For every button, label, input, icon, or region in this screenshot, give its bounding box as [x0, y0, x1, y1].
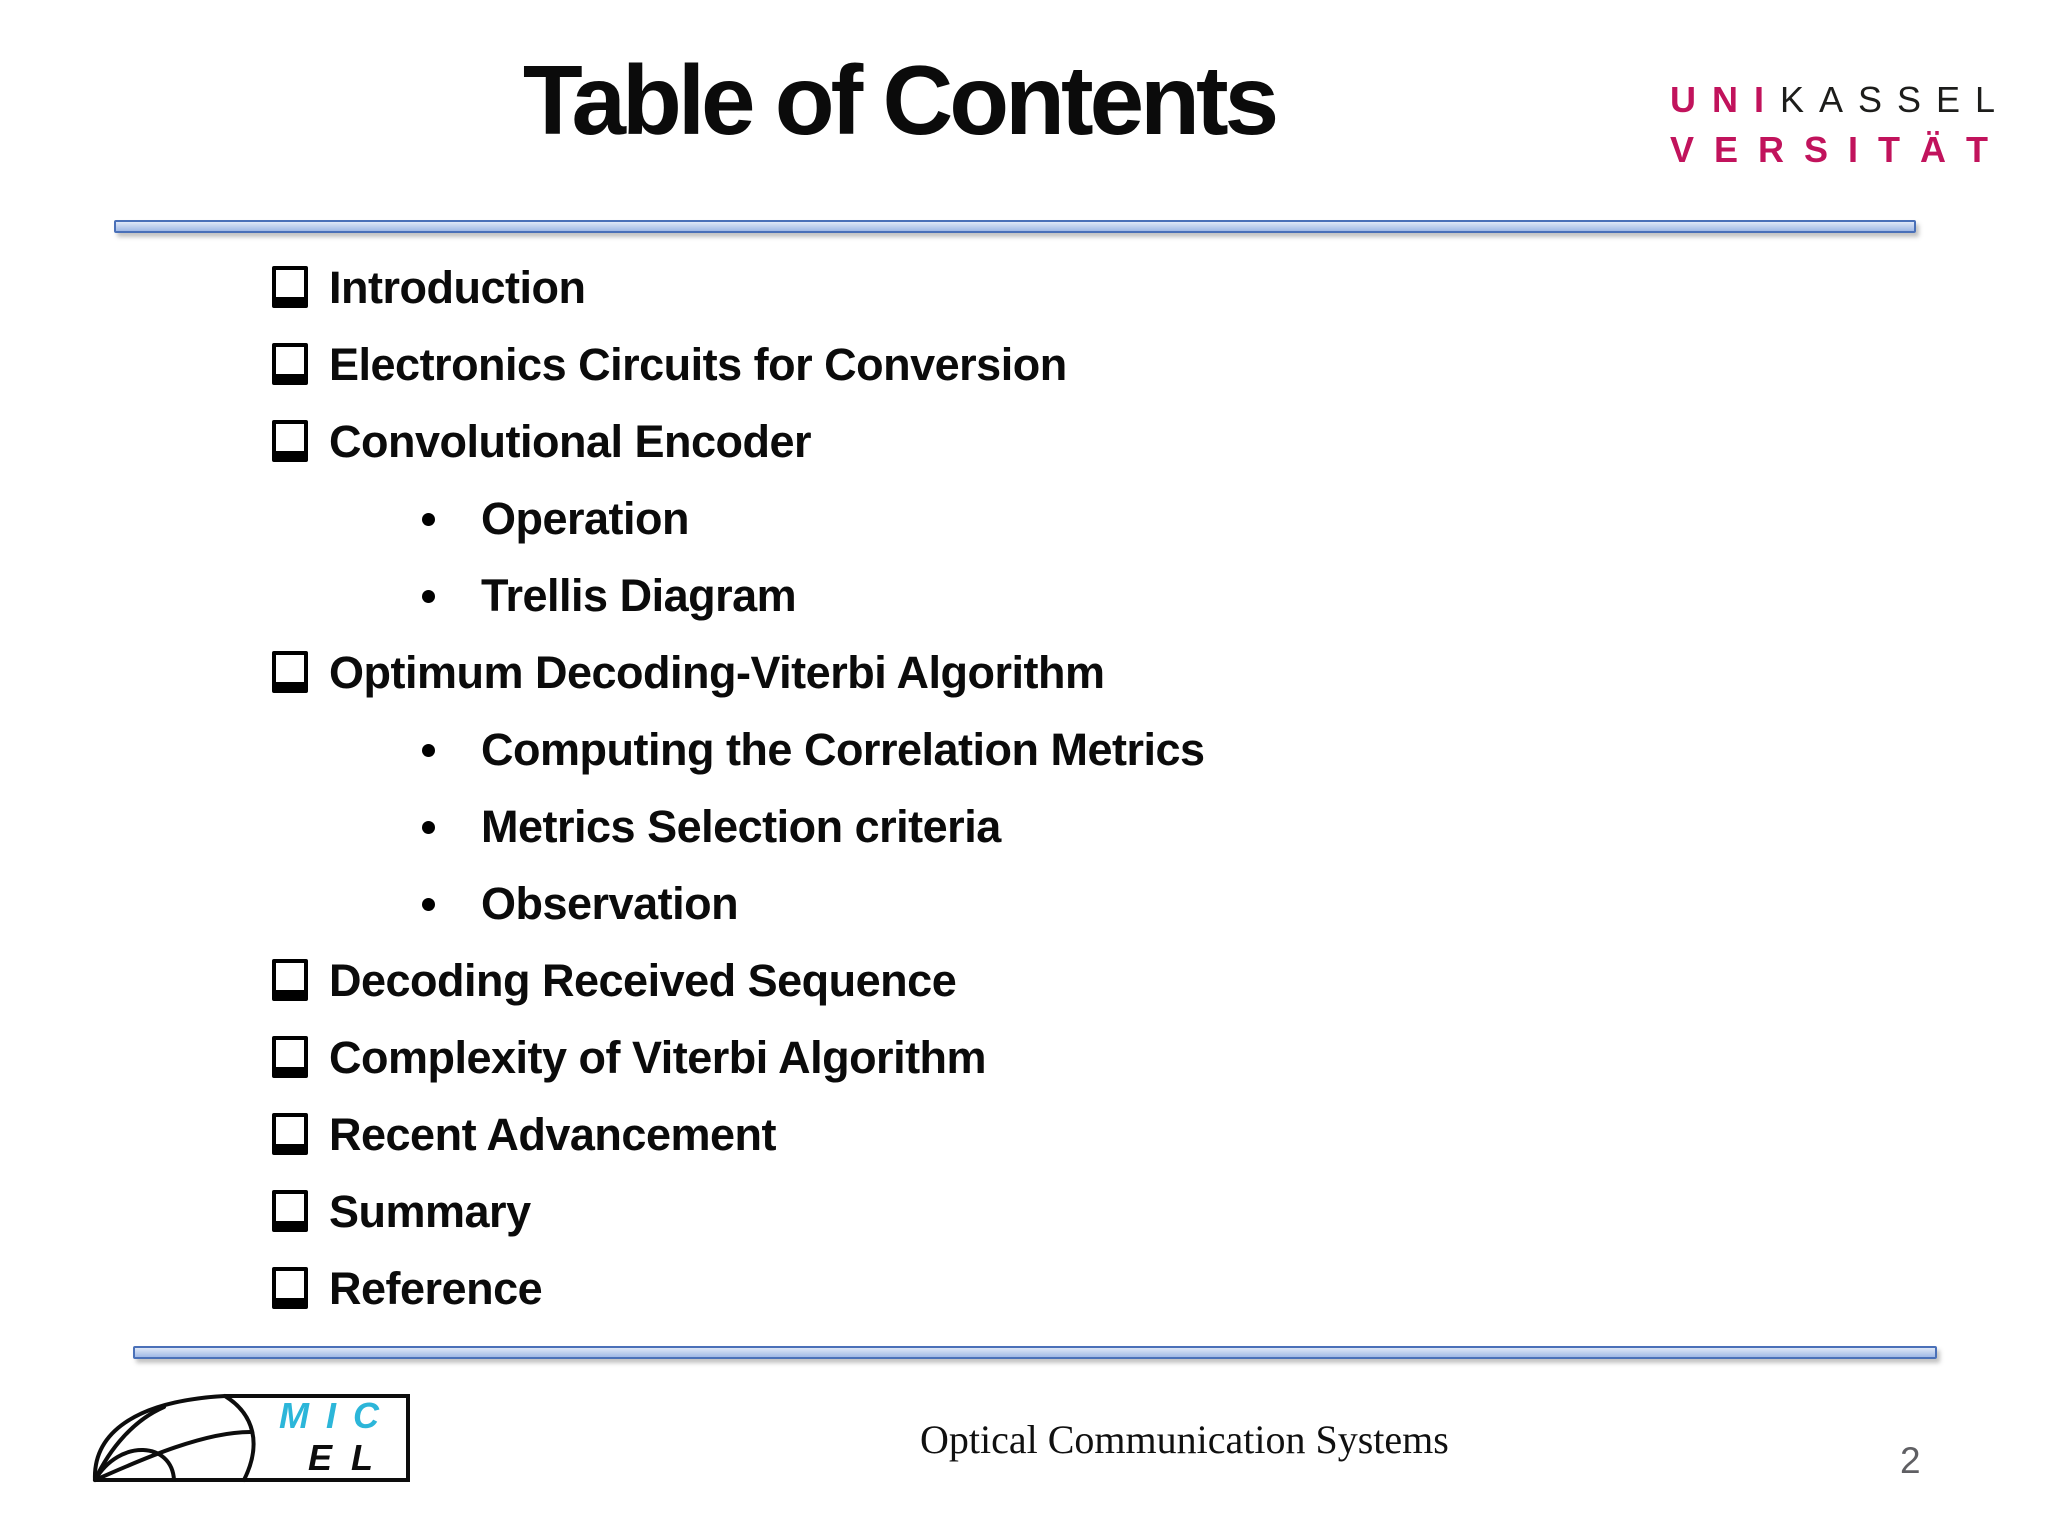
toc-item: Decoding Received Sequence [272, 955, 1205, 1006]
page-number: 2 [1900, 1440, 1921, 1481]
versitat-logo-text: VERSITÄT [1670, 129, 2009, 170]
toc-item: Electronics Circuits for Conversion [272, 339, 1205, 390]
toc-item-label: Operation [481, 493, 690, 544]
checkbox-bullet-icon [272, 959, 308, 1001]
toc-item-label: Electronics Circuits for Conversion [329, 339, 1067, 390]
toc-item-label: Complexity of Viterbi Algorithm [329, 1032, 987, 1083]
toc-item-label: Reference [329, 1263, 543, 1314]
toc-item: Introduction [272, 262, 1205, 313]
bullet-dot-icon [422, 743, 435, 757]
checkbox-bullet-icon [272, 343, 308, 385]
micel-logo: MIC EL [92, 1392, 412, 1484]
checkbox-bullet-icon [272, 1190, 308, 1232]
toc-item: Convolutional Encoder [272, 416, 1205, 467]
bullet-dot-icon [422, 589, 435, 603]
micel-logo-mic-text: MIC [279, 1395, 396, 1436]
toc-item: Summary [272, 1186, 1205, 1237]
micel-logo-el-text: EL [307, 1437, 392, 1478]
kassel-logo-text: KASSEL [1780, 79, 2011, 120]
checkbox-bullet-icon [272, 420, 308, 462]
checkbox-bullet-icon [272, 651, 308, 693]
toc-item-label: Observation [481, 878, 739, 929]
university-logo-line1: UNIKASSEL [1670, 82, 2010, 118]
toc-item: Complexity of Viterbi Algorithm [272, 1032, 1205, 1083]
toc-item-label: Introduction [329, 262, 586, 313]
checkbox-bullet-icon [272, 1036, 308, 1078]
checkbox-bullet-icon [272, 1267, 308, 1309]
toc-item: Recent Advancement [272, 1109, 1205, 1160]
bullet-dot-icon [422, 897, 435, 911]
toc-item-label: Summary [329, 1186, 531, 1237]
toc-item-label: Computing the Correlation Metrics [481, 724, 1205, 775]
toc-subitem: Computing the Correlation Metrics [272, 724, 1205, 775]
toc-item-label: Trellis Diagram [481, 570, 797, 621]
bottom-divider-rule [133, 1346, 1937, 1359]
bullet-dot-icon [422, 512, 435, 526]
top-divider-rule [114, 220, 1916, 233]
toc-item: Optimum Decoding-Viterbi Algorithm [272, 647, 1205, 698]
university-logo-line2: VERSITÄT [1670, 132, 2010, 168]
checkbox-bullet-icon [272, 1113, 308, 1155]
checkbox-bullet-icon [272, 266, 308, 308]
toc-subitem: Metrics Selection criteria [272, 801, 1205, 852]
micel-shell-icon [92, 1394, 410, 1482]
page-title: Table of Contents [522, 45, 1279, 155]
bullet-dot-icon [422, 820, 435, 834]
toc-subitem: Trellis Diagram [272, 570, 1205, 621]
toc-subitem: Operation [272, 493, 1205, 544]
uni-logo-text: UNI [1670, 79, 1780, 120]
toc-item-label: Decoding Received Sequence [329, 955, 957, 1006]
toc-subitem: Observation [272, 878, 1205, 929]
toc-item: Reference [272, 1263, 1205, 1314]
toc-item-label: Convolutional Encoder [329, 416, 812, 467]
university-logo: UNIKASSEL VERSITÄT [1670, 82, 2010, 168]
footer-course-title: Optical Communication Systems [920, 1417, 1449, 1462]
toc-item-label: Metrics Selection criteria [481, 801, 1001, 852]
toc-item-label: Optimum Decoding-Viterbi Algorithm [329, 647, 1105, 698]
toc-item-label: Recent Advancement [329, 1109, 776, 1160]
